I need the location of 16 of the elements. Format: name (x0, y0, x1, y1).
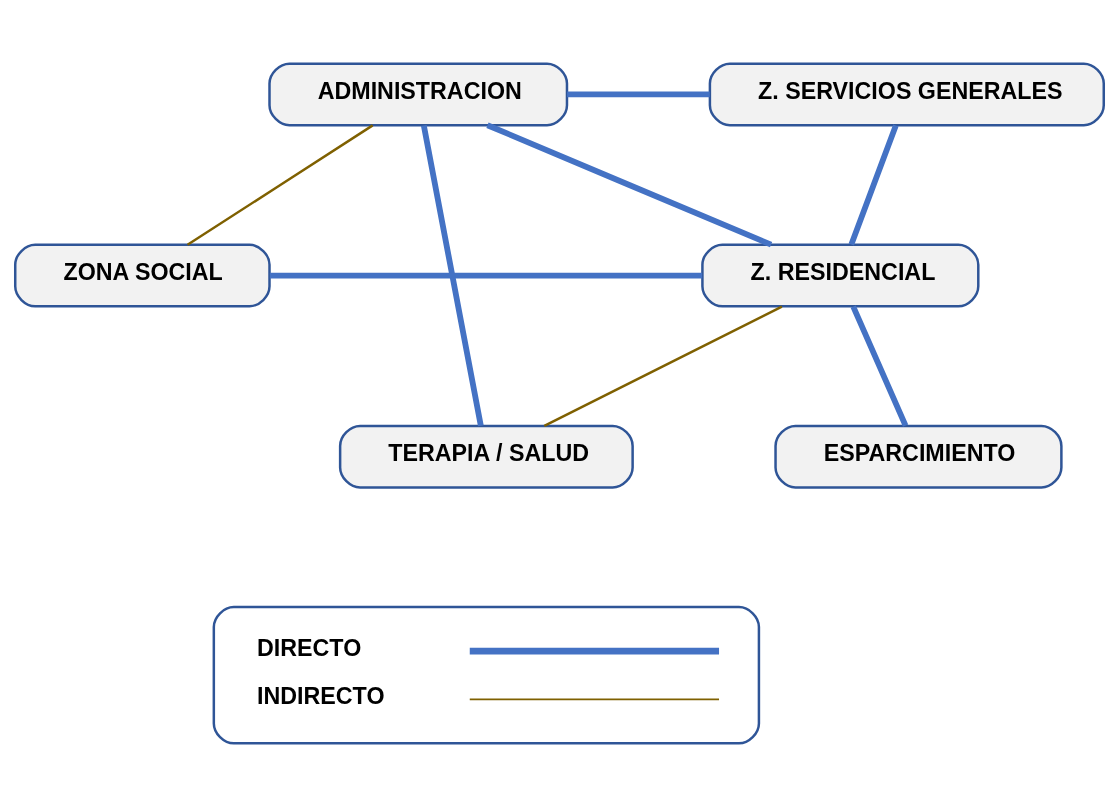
node-box: Z. RESIDENCIAL (701, 243, 980, 308)
connector (543, 304, 783, 427)
node-box: ADMINISTRACION (268, 61, 569, 126)
node-box: Z. SERVICIOS GENERALES (708, 61, 1105, 126)
legend-label: DIRECTO (257, 634, 362, 661)
connector (420, 124, 484, 426)
node-box: TERAPIA / SALUD (338, 424, 634, 489)
node-box: ESPARCIMIENTO (774, 424, 1063, 489)
node-box: ZONA SOCIAL (14, 243, 271, 308)
legend-label: INDIRECTO (257, 682, 385, 709)
connector (850, 304, 909, 427)
connector (567, 91, 710, 97)
connector (186, 123, 374, 246)
connector (848, 123, 899, 245)
connector (269, 272, 703, 278)
connector (486, 122, 773, 247)
